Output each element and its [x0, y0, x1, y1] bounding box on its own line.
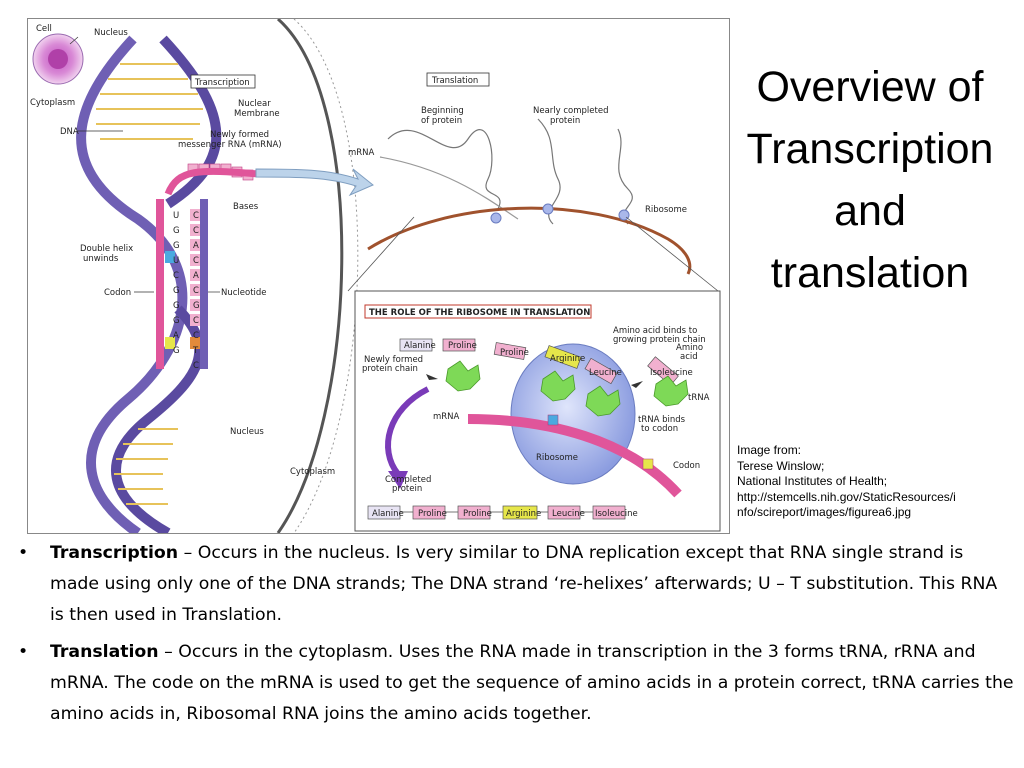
bottom-chain-item: Arginine	[506, 509, 541, 519]
newly-chain-label-2: protein chain	[362, 364, 418, 374]
svg-text:T: T	[192, 346, 199, 356]
nucleus-top-label: Nucleus	[94, 28, 128, 38]
ribosome-top-label: Ribosome	[645, 205, 687, 215]
cell-icon	[32, 33, 84, 85]
top-chain-item: Alanine	[404, 341, 436, 351]
svg-text:C: C	[173, 271, 179, 281]
mrna-new-label-2: messenger RNA (mRNA)	[178, 140, 282, 150]
top-amino-chain: Alanine Proline Proline Arginine Leucine…	[399, 338, 693, 386]
svg-text:G: G	[173, 301, 180, 311]
amino-binds-label-2: growing protein chain	[613, 335, 706, 345]
beginning-protein-label-2: of protein	[421, 116, 462, 126]
bullet-list: • Transcription – Occurs in the nucleus.…	[14, 538, 1014, 736]
beginning-protein-label-1: Beginning	[421, 106, 464, 116]
top-chain-item: Leucine	[589, 368, 622, 378]
svg-text:C: C	[193, 256, 199, 266]
trna-label: tRNA	[688, 393, 710, 403]
transcription-translation-diagram: U G G U C G G G A G C C A C A C G C C T …	[27, 18, 730, 534]
amino-binds-label-1: Amino acid binds to	[613, 326, 697, 336]
translation-box-label: Translation	[431, 76, 478, 86]
bullet-translation: • Translation – Occurs in the cytoplasm.…	[14, 637, 1014, 730]
page-title: Overview of Transcription and translatio…	[746, 63, 994, 297]
codon-left-label: Codon	[104, 288, 131, 298]
svg-text:C: C	[193, 331, 199, 341]
top-chain-item: Proline	[500, 348, 529, 358]
svg-text:C: C	[193, 286, 199, 296]
svg-text:A: A	[173, 331, 179, 341]
svg-text:C: C	[193, 211, 199, 221]
strand-letter: U	[173, 211, 179, 221]
top-chain-item: Proline	[448, 341, 477, 351]
svg-text:G: G	[173, 226, 180, 236]
bottom-chain-item: Isoleucine	[595, 509, 638, 519]
credit-line: Terese Winslow;	[737, 458, 825, 473]
credit-url: http://stemcells.nih.gov/StaticResources…	[737, 489, 956, 504]
bottom-chain-item: Leucine	[552, 509, 585, 519]
amino-acid-label-1: Amino	[676, 343, 703, 353]
credit-url: nfo/scireport/images/figurea6.jpg	[737, 505, 912, 519]
bottom-chain-item: Proline	[418, 509, 447, 519]
bullet-transcription: • Transcription – Occurs in the nucleus.…	[14, 538, 1014, 631]
image-credit: Image from: Terese Winslow; National Ins…	[737, 443, 1022, 521]
nearly-completed-label-1: Nearly completed	[533, 106, 608, 116]
inset-mrna-label: mRNA	[433, 412, 460, 422]
bullet-dot: •	[18, 642, 29, 662]
completed-label-1: Completed	[385, 475, 431, 485]
svg-text:C: C	[193, 226, 199, 236]
bottom-chain-item: Proline	[463, 509, 492, 519]
cytoplasm-bottom-label: Cytoplasm	[290, 467, 335, 477]
bottom-amino-chain: Alanine Proline Proline Arginine Leucine…	[367, 505, 638, 520]
credit-line: National Institutes of Health;	[737, 474, 888, 488]
svg-text:U: U	[173, 256, 179, 266]
amino-acid-label-2: acid	[680, 352, 698, 362]
ribosome-inset: THE ROLE OF THE RIBOSOME IN TRANSLATION …	[347, 216, 721, 532]
nearly-completed-label-2: protein	[550, 116, 580, 126]
svg-text:G: G	[173, 241, 180, 251]
bullet-dot: •	[18, 543, 29, 563]
nuclear-membrane	[276, 19, 344, 533]
trna-binds-label-2: to codon	[641, 424, 678, 434]
credit-line: Image from:	[737, 443, 802, 457]
nucleus-bottom-label: Nucleus	[230, 427, 264, 437]
top-chain-item: Arginine	[550, 354, 585, 364]
cytoplasm-top-label: Cytoplasm	[30, 98, 75, 108]
isoleucine-label: Isoleucine	[650, 368, 693, 378]
transition-arrow	[255, 168, 374, 197]
inset-ribosome-label: Ribosome	[536, 453, 578, 463]
completed-label-2: protein	[392, 484, 422, 494]
mrna-new-label-1: Newly formed	[210, 130, 269, 140]
unwound-strands: U G G U C G G G A G C C A C A C G C C T …	[156, 163, 259, 371]
double-helix-label-2: unwinds	[83, 254, 119, 264]
svg-text:G: G	[173, 286, 180, 296]
dna-label: DNA	[60, 127, 79, 137]
nuclear-membrane-label-1: Nuclear	[238, 99, 271, 109]
svg-text:G: G	[173, 316, 180, 326]
mrna-strand-top	[367, 206, 692, 275]
nuclear-membrane-label-2: Membrane	[234, 109, 280, 119]
base-pairs	[165, 209, 200, 349]
inset-codon-label: Codon	[673, 461, 700, 471]
trna-shapes	[445, 360, 689, 417]
cell-label: Cell	[36, 24, 52, 34]
completed-arrow	[385, 386, 430, 476]
svg-text:A: A	[193, 241, 199, 251]
newly-chain-label-1: Newly formed	[364, 355, 423, 365]
svg-text:C: C	[193, 361, 199, 371]
svg-text:G: G	[173, 346, 180, 356]
bases-label: Bases	[233, 202, 259, 212]
bottom-chain-item: Alanine	[372, 509, 404, 519]
inset-title: THE ROLE OF THE RIBOSOME IN TRANSLATION	[369, 308, 590, 318]
bullet-text: – Occurs in the nucleus. Is very similar…	[50, 543, 998, 625]
double-helix-label-1: Double helix	[80, 244, 133, 254]
nucleotide-label: Nucleotide	[221, 288, 267, 298]
bullet-term: Transcription	[50, 543, 179, 563]
bullet-text: – Occurs in the cytoplasm. Uses the RNA …	[50, 642, 1014, 724]
bullet-term: Translation	[50, 642, 159, 662]
trna-binds-label-1: tRNA binds	[638, 415, 686, 425]
transcription-box-label: Transcription	[194, 78, 250, 88]
svg-text:C: C	[193, 316, 199, 326]
mrna-top-label: mRNA	[348, 148, 375, 158]
svg-text:G: G	[193, 301, 200, 311]
svg-text:A: A	[193, 271, 199, 281]
